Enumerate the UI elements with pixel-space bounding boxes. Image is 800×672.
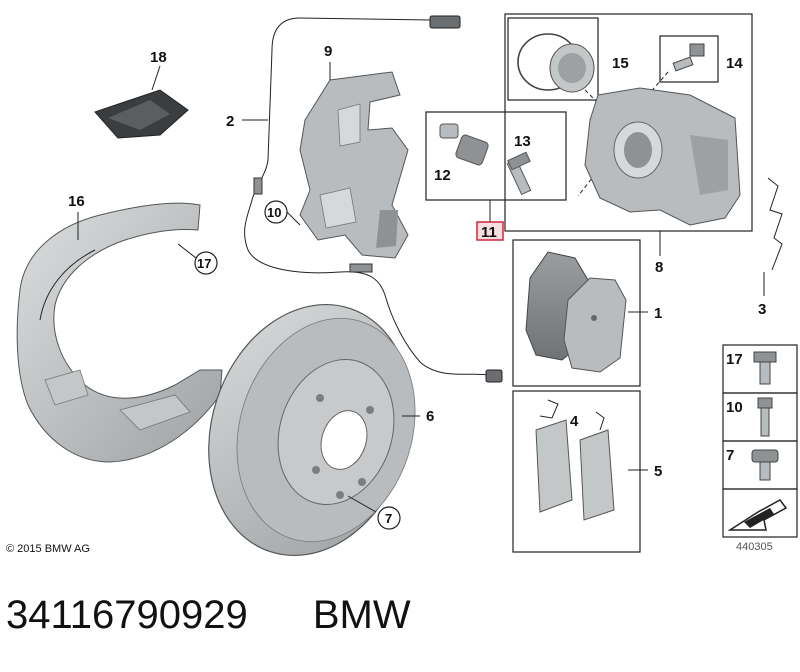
part-caption: 34116790929 BMW bbox=[6, 590, 794, 650]
brake-pad-wear-sensor bbox=[244, 15, 503, 383]
drawing-number: 440305 bbox=[736, 541, 773, 553]
callout-8: 8 bbox=[655, 259, 663, 276]
callout-5: 5 bbox=[654, 463, 662, 480]
callout-10-ring: 10 bbox=[267, 205, 281, 220]
grease-pouch-part bbox=[94, 89, 189, 139]
legend-7-label: 7 bbox=[726, 447, 734, 464]
brake-caliper-housing bbox=[584, 87, 741, 226]
caliper-carrier-part bbox=[299, 71, 409, 259]
retaining-spring-part bbox=[767, 177, 783, 271]
callout-13: 13 bbox=[514, 133, 531, 150]
anti-rattle-spring-part bbox=[535, 399, 615, 521]
guide-bolt-part bbox=[506, 151, 532, 196]
callout-11: 11 bbox=[481, 224, 497, 241]
callout-4: 4 bbox=[570, 413, 579, 430]
callout-1: 1 bbox=[654, 305, 662, 322]
callout-3: 3 bbox=[758, 301, 766, 318]
direction-arrow-icon bbox=[727, 499, 788, 531]
bleeder-valve-part bbox=[672, 43, 705, 72]
copyright-notice: © 2015 BMW AG bbox=[6, 543, 90, 555]
part-number: 34116790929 bbox=[6, 593, 248, 637]
bolt-17-icon bbox=[753, 351, 777, 385]
callout-6: 6 bbox=[426, 408, 434, 425]
callout-9: 9 bbox=[324, 43, 332, 60]
guide-bushing-part bbox=[439, 123, 489, 166]
legend-17-label: 17 bbox=[726, 351, 743, 368]
callout-14: 14 bbox=[726, 55, 743, 72]
callout-7-ring: 7 bbox=[385, 511, 392, 526]
callout-15: 15 bbox=[612, 55, 629, 72]
legend-10-label: 10 bbox=[726, 399, 743, 416]
callout-16: 16 bbox=[68, 193, 85, 210]
piston-seal-part bbox=[517, 33, 595, 93]
callout-2: 2 bbox=[226, 113, 234, 130]
callout-12: 12 bbox=[434, 167, 451, 184]
screw-7-icon bbox=[751, 449, 779, 481]
brake-disc-protection-plate bbox=[16, 202, 223, 463]
callout-18: 18 bbox=[150, 49, 167, 66]
brake-disc-part bbox=[208, 303, 416, 557]
callout-17-ring: 17 bbox=[197, 256, 211, 271]
brake-pad-set-part bbox=[525, 251, 627, 373]
brand-name: BMW bbox=[312, 593, 411, 637]
parts-diagram: 18 16 17 2 9 10 12 13 1 bbox=[16, 13, 798, 557]
highlight-box-11 bbox=[476, 221, 504, 241]
bolt-10-icon bbox=[757, 397, 773, 437]
